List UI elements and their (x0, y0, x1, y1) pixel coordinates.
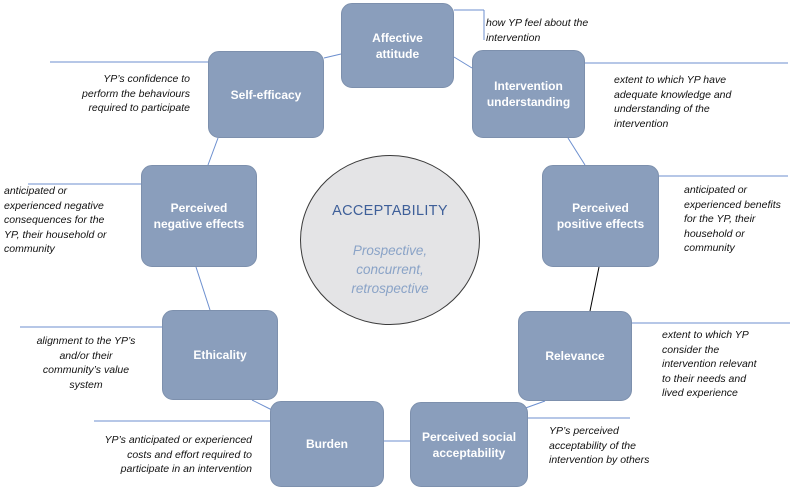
node-burden: Burden (270, 401, 384, 487)
node-label-line: acceptability (432, 445, 506, 460)
description-relevance: extent to which YP consider the interven… (662, 328, 790, 401)
description-line: lived experience (662, 387, 738, 399)
description-line: alignment to the YP’s (36, 335, 136, 347)
description-line: YP, their household or (4, 228, 107, 241)
description-line: community’s value (42, 364, 130, 376)
description-line: YP’s anticipated or experienced (104, 434, 252, 446)
description-line: experienced negative (4, 199, 104, 212)
node-label-line: negative effects (153, 217, 245, 231)
node-label-line: Perceived social (421, 429, 517, 444)
ring-connector (567, 137, 586, 166)
description-line: community (684, 242, 735, 254)
node-label-line: Ethicality (193, 348, 247, 362)
description-line: intervention (486, 31, 541, 44)
description-line: experienced benefits (684, 198, 781, 211)
ring-connector (589, 266, 600, 312)
description-line: intervention by others (549, 454, 650, 466)
center-title: ACCEPTABILITY (332, 203, 448, 219)
description-line: required to participate (88, 102, 190, 114)
description-line: costs and effort required to (127, 448, 252, 461)
node-relevance: Relevance (518, 311, 632, 401)
ring-connector (323, 53, 342, 59)
node-perceived-positive-effects: Perceived positive effects (542, 165, 659, 267)
description-self-efficacy: YP’s confidence to perform the behaviour… (50, 72, 190, 116)
ring-connector (207, 137, 219, 166)
description-ethicality: alignment to the YP’s and/or their commu… (20, 334, 152, 392)
description-line: consequences for the (4, 214, 105, 226)
node-affective-attitude: Affective attitude (341, 3, 454, 88)
description-line: intervention (614, 117, 669, 130)
node-label-line: understanding (486, 95, 571, 109)
description-line: to their needs and (662, 372, 747, 385)
description-perceived-positive-effects: anticipated or experienced benefits for … (684, 183, 792, 256)
description-line: community (4, 243, 55, 255)
ring-connector (251, 399, 273, 411)
node-self-efficacy: Self-efficacy (208, 51, 324, 138)
description-line: YP’s perceived (549, 425, 619, 437)
node-label-line: Perceived (170, 201, 228, 215)
node-label-line: positive effects (556, 217, 645, 231)
description-line: extent to which YP have (614, 74, 727, 86)
center-subtitle-line: Prospective, (352, 243, 428, 258)
node-label-line: Affective (372, 30, 423, 45)
node-label-line: Relevance (545, 349, 605, 363)
description-line: system (69, 378, 103, 391)
description-line: perform the behaviours (82, 87, 190, 100)
description-line: consider the (662, 343, 720, 356)
node-ethicality: Ethicality (162, 310, 278, 400)
node-perceived-social-acceptability: Perceived social acceptability (410, 402, 528, 487)
description-burden: YP’s anticipated or experienced costs an… (62, 433, 252, 477)
center-circle: ACCEPTABILITY Prospective, concurrent, r… (300, 155, 480, 325)
ring-connector (453, 56, 473, 69)
description-line: anticipated or (684, 184, 748, 196)
description-line: anticipated or (4, 185, 68, 197)
description-line: acceptability of the (549, 439, 636, 452)
node-perceived-negative-effects: Perceived negative effects (141, 165, 257, 267)
description-affective-attitude: how YP feel about the intervention (486, 16, 626, 45)
center-subtitle-line: retrospective (351, 281, 429, 296)
center-subtitle: Prospective, concurrent, retrospective (321, 241, 459, 298)
description-line: participate in an intervention (120, 463, 252, 475)
description-line: intervention relevant (662, 358, 757, 370)
node-label-line: Intervention (494, 79, 563, 93)
node-label-line: Self-efficacy (230, 87, 302, 102)
description-line: household or (684, 227, 745, 240)
description-perceived-negative-effects: anticipated or experienced negative cons… (4, 184, 132, 257)
description-line: YP’s confidence to (103, 73, 190, 85)
node-label-line: Burden (306, 437, 348, 451)
center-subtitle-line: concurrent, (356, 262, 424, 277)
description-intervention-understanding: extent to which YP have adequate knowled… (614, 73, 784, 131)
node-label-line: Perceived (572, 201, 629, 215)
description-line: extent to which YP (662, 329, 749, 341)
description-line: how YP feel about the (486, 17, 589, 29)
node-intervention-understanding: Intervention understanding (472, 50, 585, 138)
description-line: adequate knowledge and (614, 88, 732, 101)
description-perceived-social-acceptability: YP’s perceived acceptability of the inte… (549, 424, 689, 468)
ring-connector (195, 266, 211, 311)
description-line: understanding of the (614, 103, 710, 115)
description-line: for the YP, their (684, 213, 756, 225)
description-line: and/or their (59, 349, 113, 362)
node-label-line: attitude (375, 46, 420, 61)
